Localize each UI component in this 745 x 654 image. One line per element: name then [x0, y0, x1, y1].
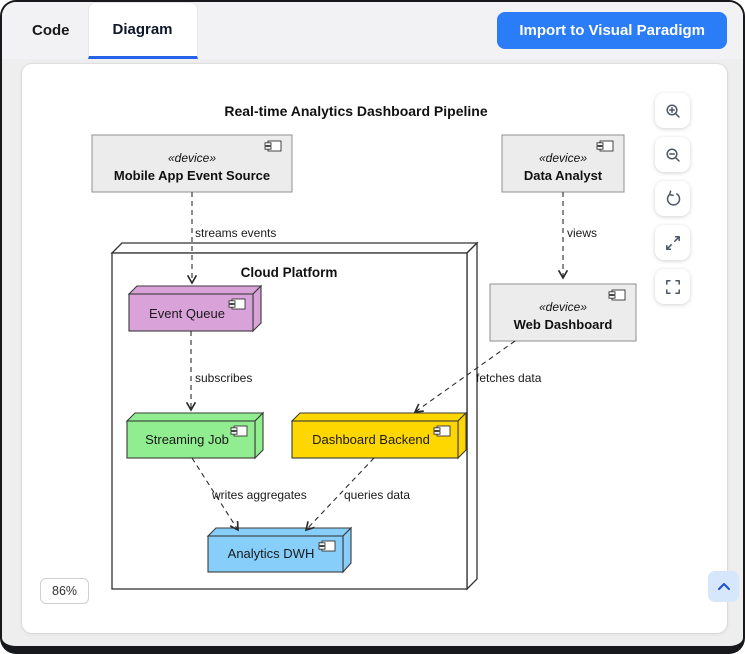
edge-label: queries data: [344, 488, 410, 502]
chevron-up-icon: [717, 582, 730, 590]
edge-fetches-data: [413, 340, 516, 413]
diagram-title: Real-time Analytics Dashboard Pipeline: [224, 103, 487, 119]
node-web-dashboard[interactable]: «device» Web Dashboard: [489, 283, 637, 342]
zoom-out-icon: [665, 147, 680, 162]
reset-view-icon: [666, 189, 680, 206]
expand-button[interactable]: [655, 225, 690, 260]
node-label: Mobile App Event Source: [114, 168, 270, 183]
tab-code[interactable]: Code: [32, 22, 70, 39]
fit-view-button[interactable]: [655, 269, 690, 304]
node-label: Streaming Job: [145, 432, 229, 447]
diagram-toolbar: [655, 93, 690, 304]
zoom-level-badge: 86%: [40, 578, 90, 604]
node-streaming-job[interactable]: Streaming Job: [125, 411, 265, 460]
node-dashboard-backend[interactable]: Dashboard Backend: [290, 411, 468, 460]
import-to-visual-paradigm-button[interactable]: Import to Visual Paradigm: [497, 12, 727, 49]
tab-diagram[interactable]: Diagram: [87, 2, 198, 59]
node-data-analyst[interactable]: «device» Data Analyst: [501, 134, 625, 193]
tab-bar: Code Diagram Import to Visual Paradigm: [2, 2, 743, 59]
diagram-edges: streams events views subscribes fetches …: [185, 192, 597, 532]
node-label: Data Analyst: [524, 168, 603, 183]
zoom-out-button[interactable]: [655, 137, 690, 172]
scroll-up-button[interactable]: [708, 571, 739, 602]
node-mobile-app-event-source[interactable]: «device» Mobile App Event Source: [91, 134, 293, 193]
tabbar-spacer: [198, 2, 498, 59]
zoom-in-button[interactable]: [655, 93, 690, 128]
edge-label: views: [567, 226, 597, 240]
edge-label: writes aggregates: [211, 488, 307, 502]
expand-icon: [665, 235, 680, 250]
diagram-canvas[interactable]: Real-time Analytics Dashboard Pipeline «…: [82, 91, 639, 608]
edge-label: subscribes: [195, 371, 252, 385]
node-label: Event Queue: [149, 306, 225, 321]
node-event-queue[interactable]: Event Queue: [127, 284, 263, 333]
edge-label: fetches data: [476, 371, 542, 385]
node-label: Analytics DWH: [228, 546, 315, 561]
edge-queries-data: [304, 457, 375, 532]
reset-view-button[interactable]: [655, 181, 690, 216]
zoom-in-icon: [665, 103, 680, 118]
node-stereotype: «device»: [539, 300, 587, 314]
node-label: Web Dashboard: [514, 317, 613, 332]
node-label: Dashboard Backend: [312, 432, 430, 447]
edge-label: streams events: [195, 226, 276, 240]
node-stereotype: «device»: [168, 151, 216, 165]
fit-view-icon: [665, 279, 680, 294]
node-label: Cloud Platform: [241, 265, 338, 280]
node-analytics-dwh[interactable]: Analytics DWH: [206, 526, 353, 574]
diagram-panel: Real-time Analytics Dashboard Pipeline «…: [22, 64, 727, 633]
node-stereotype: «device»: [539, 151, 587, 165]
